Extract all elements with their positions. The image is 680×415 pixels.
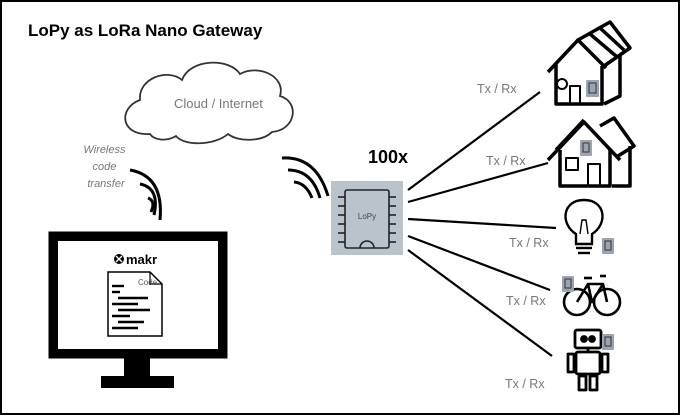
barn-device-tag: [586, 80, 599, 97]
uplink-waves-icon: [281, 156, 330, 199]
robot-device-tag: [602, 334, 614, 350]
connection-lines: [407, 91, 557, 357]
wireless-waves-icon: [129, 168, 162, 221]
txrx-label-barn: Tx / Rx: [477, 82, 517, 96]
link-line-house: [407, 161, 549, 204]
multiplier-label: 100x: [368, 147, 408, 167]
wireless-label: Wireless code transfer: [83, 144, 128, 190]
link-line-robot: [407, 249, 553, 357]
house-device-tag: [580, 140, 592, 156]
link-line-bulb: [407, 217, 557, 230]
bicycle-icon: [562, 274, 622, 317]
robot-icon: [566, 328, 610, 392]
txrx-label-bulb: Tx / Rx: [509, 236, 549, 250]
diagram-title: LoPy as LoRa Nano Gateway: [28, 21, 263, 40]
light-bulb-icon: [564, 198, 604, 255]
txrx-label-robot: Tx / Rx: [505, 377, 545, 391]
bicycle-device-tag: [562, 276, 574, 292]
code-document-icon: [107, 271, 163, 337]
barn-house-icon: [546, 20, 632, 106]
house-icon: [546, 116, 636, 188]
link-line-barn: [407, 91, 541, 191]
makr-brand: makr: [126, 252, 157, 267]
txrx-label-house: Tx / Rx: [486, 154, 526, 168]
makr-logo: [114, 254, 124, 264]
txrx-label-bicycle: Tx / Rx: [506, 294, 546, 308]
cloud-icon: [124, 61, 294, 145]
code-label: Code: [138, 278, 158, 287]
chip-label: LoPy: [358, 212, 376, 221]
lopy-chip: [331, 181, 403, 255]
link-line-bicycle: [407, 234, 551, 292]
bulb-device-tag: [602, 238, 614, 254]
cloud-label: Cloud / Internet: [174, 96, 263, 111]
